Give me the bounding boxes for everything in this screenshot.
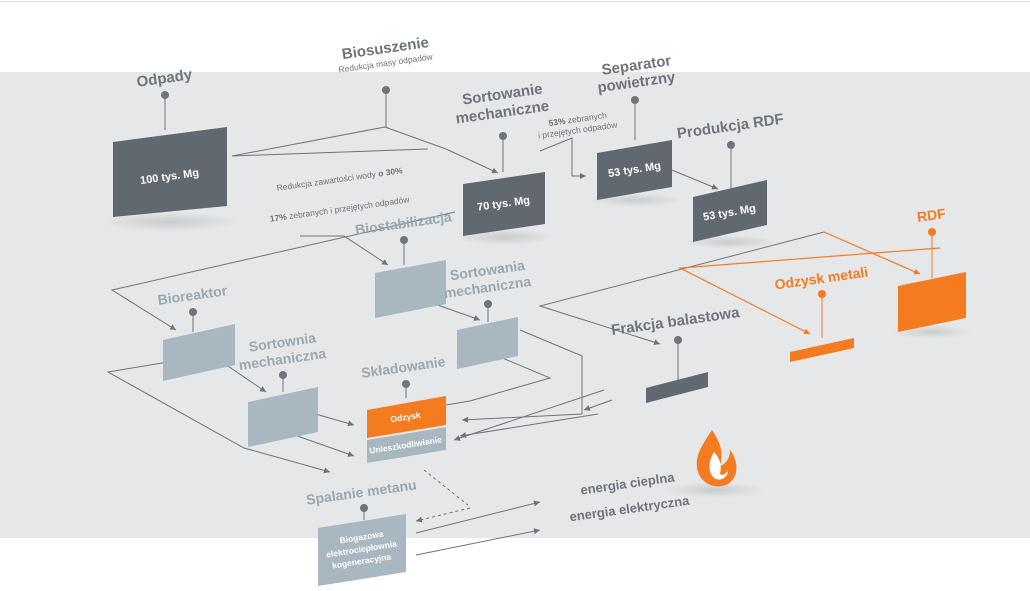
line-prod-balast: [538, 231, 825, 346]
pin-balast: [674, 336, 682, 344]
arrow-metale: [677, 247, 941, 335]
dashed-skladowanie-spalanie: [423, 469, 469, 506]
produkcja-title: Produkcja RDF: [676, 111, 785, 143]
flame-icon: [696, 430, 737, 487]
metale-title: Odzysk metali: [774, 264, 869, 293]
pin-odpady: [161, 91, 169, 99]
box-metale: [790, 338, 854, 362]
arrow-balast-skladowanie: [583, 399, 613, 411]
energy-labels: energia cieplna energia elektryczna: [569, 469, 691, 524]
box-biostab: [375, 260, 446, 318]
odzysk-label: Odzysk: [390, 410, 422, 425]
balast-title: Frakcja balastowa: [610, 304, 741, 339]
arrow-sort-sep: [539, 137, 586, 179]
top-divider: [0, 1, 1030, 2]
spalanie-title: Spalanie metanu: [305, 476, 417, 507]
box-balast: [646, 372, 708, 403]
pin-sortownia: [279, 371, 287, 379]
box-biogazowa: Biogazowa elektrociepłownia kogeneracyjn…: [318, 514, 406, 586]
orange-connectors: [677, 231, 941, 335]
box-separator: 53 tys. Mg: [597, 140, 672, 200]
pin-produkcja: [727, 141, 735, 149]
energy-heat: energia cieplna: [579, 469, 676, 497]
energy-electric: energia elektryczna: [569, 493, 691, 525]
pin-biostab: [400, 236, 408, 244]
box-odpady: 100 tys. Mg: [113, 127, 227, 217]
rdf-title: RDF: [916, 205, 947, 225]
box-produkcja: 53 tys. Mg: [693, 180, 767, 242]
annotation-30pct: Redukcja zawartości wody o 30%: [276, 165, 404, 193]
pin-separator: [631, 96, 639, 104]
annotations: Redukcja zawartości wody o 30% 17% zebra…: [269, 110, 619, 224]
box-sortowanie: 70 tys. Mg: [463, 172, 545, 236]
pin-metale: [818, 290, 826, 298]
pin-rdf: [928, 228, 936, 236]
arrow-odpady-sortowanie: [231, 126, 499, 174]
box-sortowania: [457, 317, 518, 369]
pins: [161, 86, 936, 520]
box-skladowanie: Odzysk Unieszkodliwianie: [367, 396, 446, 463]
arrow-bioreaktor-spalanie: [106, 361, 331, 474]
pin-biosuszenie: [382, 86, 390, 94]
arrow-sortowania-skladowanie: [439, 351, 552, 408]
pin-sortowanie: [499, 132, 507, 140]
line-30pct: [231, 148, 429, 157]
bioreaktor-title: Bioreaktor: [157, 282, 229, 308]
skladowanie-title: Składowanie: [360, 353, 446, 381]
arrow-biogaz-energy-2: [415, 528, 541, 556]
box-bioreaktor: [163, 324, 235, 381]
pin-bioreaktor: [189, 308, 197, 316]
box-sortownia: [248, 387, 318, 447]
pin-spalanie: [360, 504, 368, 512]
shadows: [100, 193, 972, 498]
arrow-17pct-bioreaktor: [110, 211, 456, 331]
odpady-title: Odpady: [136, 66, 194, 91]
arrow-right-unieszk2: [459, 413, 599, 439]
arrow-biogaz-energy-1: [415, 500, 541, 534]
pin-skladowanie: [402, 380, 410, 388]
box-rdf: [898, 272, 966, 332]
biostab-title: Biostabilizacja: [354, 208, 453, 237]
arrow-energy-to-biogaz: [415, 507, 471, 523]
pin-sortowania: [484, 300, 492, 308]
arrow-right-unieszk: [453, 389, 605, 441]
arrow-17pct-biostab: [300, 235, 389, 266]
